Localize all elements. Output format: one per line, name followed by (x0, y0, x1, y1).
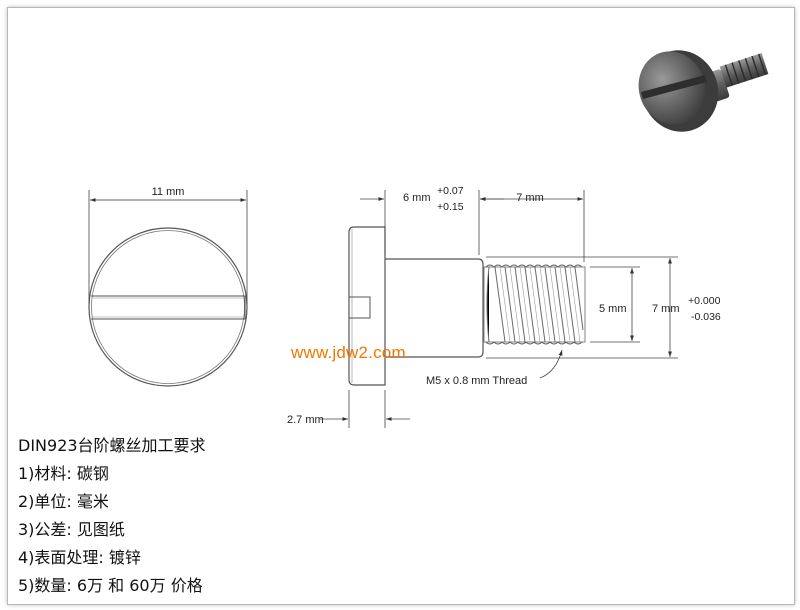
spec-line-unit: 2)单位: 毫米 (18, 492, 109, 511)
head-thickness-label: 2.7 mm (287, 414, 324, 426)
side-dimensions (320, 190, 678, 428)
thread-callout: M5 x 0.8 mm Thread (426, 375, 527, 387)
spec-line-quantity: 5)数量: 6万 和 60万 价格 (18, 576, 203, 595)
spec-line-surface: 4)表面处理: 镀锌 (18, 548, 141, 567)
shoulder-tol-upper: +0.07 (437, 185, 464, 197)
shoulder-tol-lower: +0.15 (437, 201, 464, 213)
spec-line-material: 1)材料: 碳钢 (18, 464, 109, 483)
head-diameter-label: 11 mm (152, 186, 185, 198)
side-view (348, 226, 586, 386)
spec-title: DIN923台阶螺丝加工要求 (18, 436, 206, 455)
shoulder-dia-tol-upper: +0.000 (688, 295, 721, 307)
shoulder-length-label: 6 mm (403, 192, 431, 204)
end-view (88, 190, 248, 387)
shoulder-diameter-label: 7 mm (652, 303, 680, 315)
thread-diameter-label: 5 mm (599, 303, 627, 315)
spec-line-tolerance: 3)公差: 见图纸 (18, 520, 125, 539)
screw-3d-render (638, 50, 769, 132)
thread-length-label: 7 mm (516, 192, 544, 204)
shoulder-dia-tol-lower: -0.036 (691, 311, 721, 323)
watermark-text: www.jdw2.com (291, 343, 406, 362)
spec-list: DIN923台阶螺丝加工要求 1)材料: 碳钢 2)单位: 毫米 3)公差: 见… (18, 432, 206, 600)
